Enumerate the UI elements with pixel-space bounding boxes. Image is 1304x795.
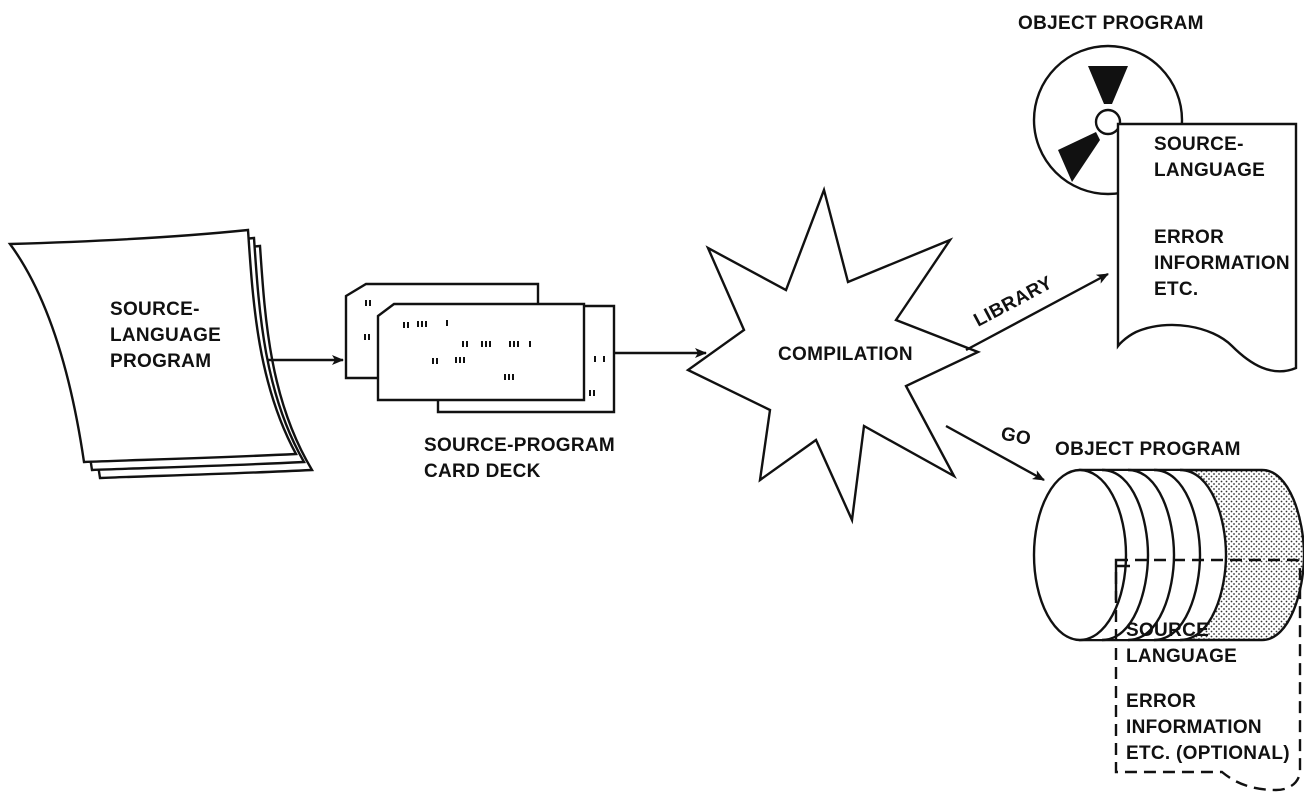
go-listing-line-5: ETC. (OPTIONAL) xyxy=(1126,743,1290,764)
library-listing-line-5: ETC. xyxy=(1154,279,1198,300)
go-listing-line-3: ERROR xyxy=(1126,691,1196,712)
compilation-label: COMPILATION xyxy=(778,344,913,365)
source-program-label-line-1: SOURCE- xyxy=(110,299,200,320)
library-object-program-title: OBJECT PROGRAM xyxy=(1018,13,1204,34)
go-listing-line-2: LANGUAGE xyxy=(1126,646,1237,667)
card-deck-caption-line-2: CARD DECK xyxy=(424,461,541,482)
library-listing-line-3: ERROR xyxy=(1154,227,1224,248)
disk-pack-icon xyxy=(1034,470,1304,640)
library-listing-line-1: SOURCE- xyxy=(1154,134,1244,155)
card-deck: SOURCE-PROGRAM CARD DECK xyxy=(346,284,615,482)
source-program-label-line-3: PROGRAM xyxy=(110,351,211,372)
go-listing-line-4: INFORMATION xyxy=(1126,717,1262,738)
library-edge-label: LIBRARY xyxy=(970,273,1056,332)
card-deck-caption-line-1: SOURCE-PROGRAM xyxy=(424,435,615,456)
go-listing-line-1: SOURCE xyxy=(1126,620,1209,641)
go-object-program: OBJECT PROGRAM SOURCE LANGUAGE ERROR INF… xyxy=(1034,439,1304,790)
source-program-document: SOURCE- LANGUAGE PROGRAM xyxy=(10,230,312,478)
library-listing-line-4: INFORMATION xyxy=(1154,253,1290,274)
library-object-program: OBJECT PROGRAM SOURCE- LANGUAGE ERROR IN… xyxy=(1018,13,1296,371)
go-object-program-title: OBJECT PROGRAM xyxy=(1055,439,1241,460)
library-listing-line-2: LANGUAGE xyxy=(1154,160,1265,181)
compilation-starburst: COMPILATION xyxy=(688,190,978,520)
go-edge-label: GO xyxy=(999,423,1033,450)
source-program-label-line-2: LANGUAGE xyxy=(110,325,221,346)
